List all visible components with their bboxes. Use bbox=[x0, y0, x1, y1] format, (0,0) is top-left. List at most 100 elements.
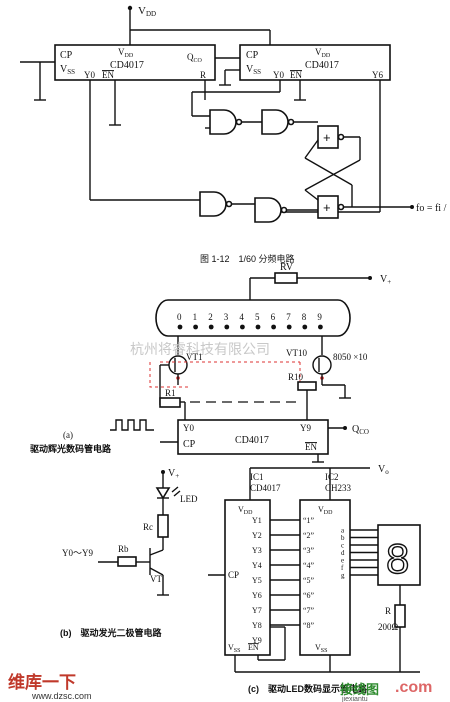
ic2-vss-pin: VSS bbox=[315, 643, 327, 654]
transistor-vt10 bbox=[312, 355, 332, 375]
ic1-en-pin: EN bbox=[248, 643, 259, 652]
tube-pin-1 bbox=[193, 324, 199, 330]
site-url: www.dzsc.com bbox=[31, 691, 92, 701]
tube-digit-8: 8 bbox=[302, 312, 307, 322]
rc-label: Rc bbox=[143, 522, 153, 532]
ic2-input-pin: “3” bbox=[303, 546, 315, 555]
ic1-output-pin: Y1 bbox=[252, 516, 262, 525]
chip1-name: CD4017 bbox=[110, 60, 144, 71]
segment-pin-a: a bbox=[341, 527, 345, 535]
counter-chip-2 bbox=[239, 44, 391, 81]
tube-digit-1: 1 bbox=[193, 312, 198, 322]
nand-gate-1 bbox=[209, 109, 237, 135]
chip1-vss-pin: VSS bbox=[60, 64, 75, 76]
ic1-chip bbox=[224, 499, 271, 656]
ic1-cp-pin: CP bbox=[228, 570, 239, 580]
chip-a-y0-pin: Y0 bbox=[183, 423, 194, 433]
chip2-vss-pin: VSS bbox=[246, 64, 261, 76]
chip-a-en-pin: EN bbox=[305, 442, 317, 452]
r-value-c: 200Ω bbox=[378, 622, 399, 632]
tube-pin-9 bbox=[318, 324, 323, 330]
transistor-vt1 bbox=[168, 355, 188, 375]
chip1-cp-pin: CP bbox=[60, 50, 73, 61]
vplus-label-c: Vo bbox=[378, 464, 389, 476]
tube-digit-7: 7 bbox=[286, 312, 291, 322]
rv-label: RV bbox=[280, 262, 294, 273]
chip2-en-pin: EN bbox=[290, 70, 302, 80]
segment-pin-c: c bbox=[341, 542, 344, 550]
tube-pin-3 bbox=[224, 324, 230, 330]
ic2-input-pin: “1” bbox=[303, 516, 315, 525]
segment-pin-d: d bbox=[341, 549, 345, 557]
segment-pin-b: b bbox=[341, 534, 345, 542]
led-diode bbox=[155, 487, 171, 500]
chip1-qco-pin: QCO bbox=[187, 52, 203, 64]
rv-resistor bbox=[274, 272, 298, 284]
nixie-tube bbox=[155, 299, 351, 337]
tube-digit-9: 9 bbox=[317, 312, 322, 322]
led-input-label: Y0～Y9 bbox=[62, 548, 93, 558]
ic2-input-pin: “6” bbox=[303, 591, 315, 600]
tube-pin-4 bbox=[240, 324, 245, 330]
chip-a-y9-pin: Y9 bbox=[300, 423, 311, 433]
ic2-input-pin: “2” bbox=[303, 531, 315, 540]
jiexiantu-com: .com bbox=[395, 679, 432, 696]
tube-digit-6: 6 bbox=[271, 312, 276, 322]
chip2-name: CD4017 bbox=[305, 60, 339, 71]
subfig-a-label: (a) bbox=[63, 430, 73, 440]
light-emission-icon bbox=[171, 486, 181, 497]
vt1-label: VT1 bbox=[186, 352, 203, 362]
watermark-text: 杭州将睿科技有限公司 bbox=[130, 341, 270, 357]
ic1-label: IC1 bbox=[250, 472, 264, 482]
vdd-label: VDD bbox=[138, 5, 156, 18]
counter-chip-1 bbox=[54, 44, 216, 81]
ic2-name: CH233 bbox=[325, 483, 352, 493]
figure-caption-b: (b) 驱动发光二极管电路 bbox=[60, 627, 162, 638]
ic2-chip bbox=[299, 499, 351, 656]
led-label: LED bbox=[180, 494, 198, 504]
ic2-label: IC2 bbox=[325, 472, 339, 482]
divider-circuit: VDD CP VSS VDD CD4017 QCO Y0 EN CP VSS V… bbox=[20, 5, 447, 264]
led-drive-circuit: V+ LED Rc VT Y0～Y9 Rb (b) 驱动发光二极管电路 bbox=[60, 468, 198, 638]
transistor-type-label: 8050 ×10 bbox=[333, 352, 368, 362]
ic1-name: CD4017 bbox=[250, 483, 281, 493]
ic1-output-pin: Y2 bbox=[252, 531, 262, 540]
chip1-y0-pin: Y0 bbox=[84, 70, 95, 80]
display-digit: 8 bbox=[386, 535, 409, 582]
ic1-output-pin: Y8 bbox=[252, 621, 262, 630]
ic1-output-pin: Y4 bbox=[252, 561, 262, 570]
r-label-c: R bbox=[385, 606, 391, 616]
chip1-vdd-pin: VDD bbox=[118, 47, 134, 59]
chip2-y6-pin: Y6 bbox=[372, 70, 383, 80]
site-logo: 维库一下 bbox=[8, 672, 76, 692]
vt10-label: VT10 bbox=[286, 348, 307, 358]
chip2-cp-pin: CP bbox=[246, 50, 259, 61]
ic1-output-pin: Y5 bbox=[252, 576, 262, 585]
counter-chip-a bbox=[177, 419, 329, 455]
r10-label: R10 bbox=[288, 372, 304, 382]
chip-a-cp-pin: CP bbox=[183, 439, 196, 450]
seven-segment-display bbox=[377, 524, 421, 586]
ic2-vdd-pin: VDD bbox=[318, 505, 333, 516]
tube-pin-0 bbox=[177, 324, 183, 330]
ic1-output-pin: Y9 bbox=[252, 636, 262, 645]
output-frequency-label: fo = fi / bbox=[416, 203, 447, 214]
r1-label: R1 bbox=[165, 388, 176, 398]
r1-resistor bbox=[159, 397, 181, 408]
jiexiantu-logo: 接线图 bbox=[340, 682, 379, 697]
figure-caption-top: 图 1-12 1/60 分频电路 bbox=[200, 253, 295, 264]
chip-a-name: CD4017 bbox=[235, 435, 269, 446]
vplus-label-a: V+ bbox=[380, 274, 391, 286]
rc-resistor bbox=[157, 514, 169, 538]
jiexiantu-url: jiexiantu bbox=[341, 696, 368, 702]
ic1-vss-pin: VSS bbox=[228, 643, 240, 654]
ic2-inputs: “1”“2”“3”“4”“5”“6”“7”“8” bbox=[303, 516, 315, 630]
qco-label-a: QCO bbox=[352, 424, 369, 436]
clock-pulse-symbol bbox=[110, 419, 154, 431]
footer-logos: 维库一下 www.dzsc.com 接线图 .com jiexiantu bbox=[8, 672, 432, 702]
vplus-label-b: V+ bbox=[168, 468, 179, 480]
ic2-input-pin: “8” bbox=[303, 621, 315, 630]
